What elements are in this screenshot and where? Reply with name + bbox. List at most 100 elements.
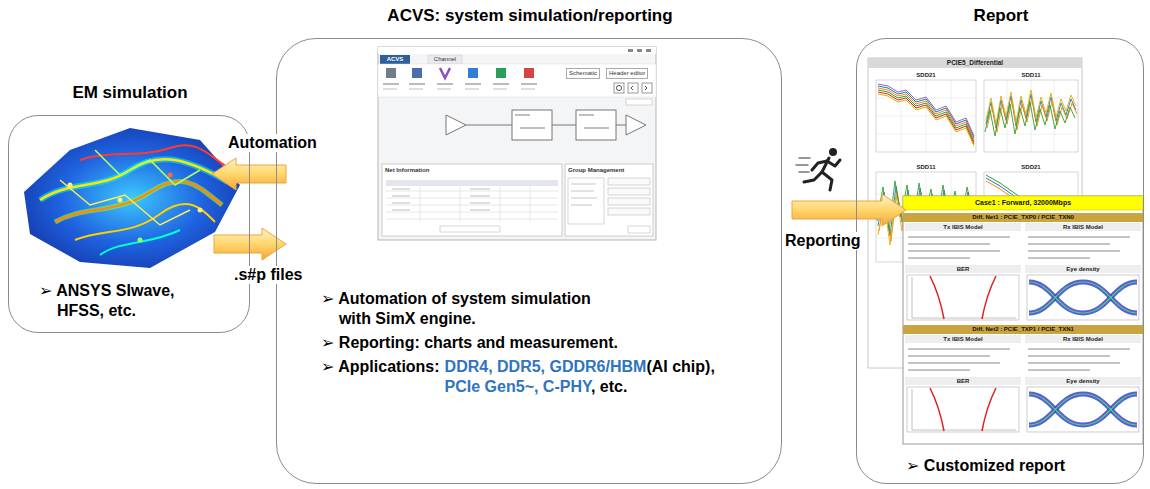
panel-heading: Report [857,6,1145,26]
sparameter-report-part [984,80,1078,152]
app-screenshot-part [420,180,530,222]
runner-icon-part [822,172,832,190]
acvs-panel: ACVS: system simulation/reporting➢ Autom… [276,38,782,484]
pcb-field-image-part [75,204,215,240]
sparameter-report-part-part [986,90,1076,124]
bullet-text: ➢ ANSYS SIwave, HFSS, etc. [39,281,209,321]
bullet-text: ➢ Applications: [321,357,440,397]
app-screenshot-part [382,164,562,236]
eye-report-part-part [1029,282,1137,313]
eye-report-part-part [1029,282,1137,313]
sparameter-report-part-part [878,94,974,146]
pcb-field-image-part [118,198,123,203]
eye-report-part-part [1029,282,1137,313]
app-screenshot-part [608,188,650,195]
app-screenshot-part [565,164,653,236]
button-label: Header editor [606,68,648,79]
app-screenshot-part [496,68,506,78]
panel-title: Net Information [385,167,429,174]
runner-icon-part [796,158,810,172]
sparameter-report-part-part [985,102,1075,136]
app-screenshot-part [378,64,656,97]
runner-icon-part [804,172,822,182]
em-panel: EM simulation➢ ANSYS SIwave, HFSS, etc. [8,115,250,333]
edge-label: Reporting [783,232,863,250]
pcb-field-image [24,128,240,268]
bullet-text: ➢ Automation of system simulation with S… [321,289,616,329]
runner-icon [796,148,840,190]
report-panel: Report➢ Customized report [856,38,1144,484]
eye-report-part-part [905,223,1021,231]
app-screenshot-part [412,68,422,78]
app-screenshot-part [628,49,633,52]
eye-report-part-part [1027,275,1139,320]
pcb-field-image-part [24,128,240,268]
chart-title: BER [905,377,1021,385]
app-screenshot-part [524,68,534,78]
tab-label: Channel [428,55,462,64]
column-title: Tx IBIS Model [905,335,1021,343]
app-screenshot-part [380,55,410,64]
app-screenshot-part [392,189,490,210]
pcb-field-image-part [138,238,143,243]
eye-report-part [903,196,1143,210]
sparameter-report-part [876,80,976,152]
sparameter-report-part-part [878,88,974,140]
net-title: Diff. Net1 : PCIE_TXP0 / PCIE_TXN0 [903,213,1143,222]
pcb-field-image-part [95,150,200,185]
edge-label: .s#p files [232,266,304,284]
app-screenshot-part [637,49,642,52]
pcb-field-image-part [168,173,173,178]
app-screenshot-part [608,178,650,185]
runner-icon-part [827,160,840,166]
eye-report-part-part [1025,223,1141,231]
eye-report [903,196,1143,444]
app-screenshot-part [614,83,624,93]
application-name: DDR4, DDR5, GDDR6/HBM [445,358,647,375]
app-screenshot-part [628,226,650,233]
app-screenshot-part [386,180,558,186]
bullet-text: ➢ Reporting: charts and measurement. [321,333,751,353]
app-screenshot-part [626,115,646,135]
app-screenshot-part [446,115,466,135]
eye-report-part-part [903,213,1143,222]
eye-report-part-part [982,276,996,319]
app-screenshot-part [617,86,622,91]
sparameter-report-part-part [878,84,974,136]
app-screenshot-part [568,178,604,224]
app-screenshot [378,47,656,240]
block-arrow [792,194,906,226]
eye-report-part-part [907,275,1019,320]
column-title: Rx IBIS Model [1025,223,1141,231]
application-name: PCIe Gen5~, C-PHY [445,378,591,395]
app-screenshot-part [428,55,462,64]
app-screenshot-part [383,88,535,90]
chart-title: SDD11 [876,163,976,171]
app-screenshot-part [386,68,396,78]
pcb-field-image-part [198,208,203,213]
chart-title: SDD11 [984,71,1078,79]
sparameter-report-part [984,80,1078,152]
app-screenshot-part [440,226,500,232]
panel-heading: EM simulation [9,83,251,103]
chart-title: Eye density [1025,265,1141,273]
pcb-field-image-part [60,180,190,225]
app-screenshot-part [440,68,450,78]
chart-title: SDD21 [984,163,1078,171]
panel-title: Group Management [568,167,624,174]
pcb-field-image-part [55,181,222,222]
eye-report-part-part [912,277,1016,318]
column-title: Rx IBIS Model [1025,335,1141,343]
runner-icon-part [829,148,837,156]
sparameter-report-part [876,80,976,152]
app-screenshot-part [646,49,651,52]
eye-report-part-part [1025,265,1141,273]
eye-report-part-part [1029,282,1137,313]
app-screenshot-part [383,83,537,85]
app-screenshot-part [515,115,609,128]
sparameter-report-part-part [878,92,974,144]
report-title: PCIE5_Differential [868,58,1082,68]
application-note: (AI chip), [646,358,714,375]
